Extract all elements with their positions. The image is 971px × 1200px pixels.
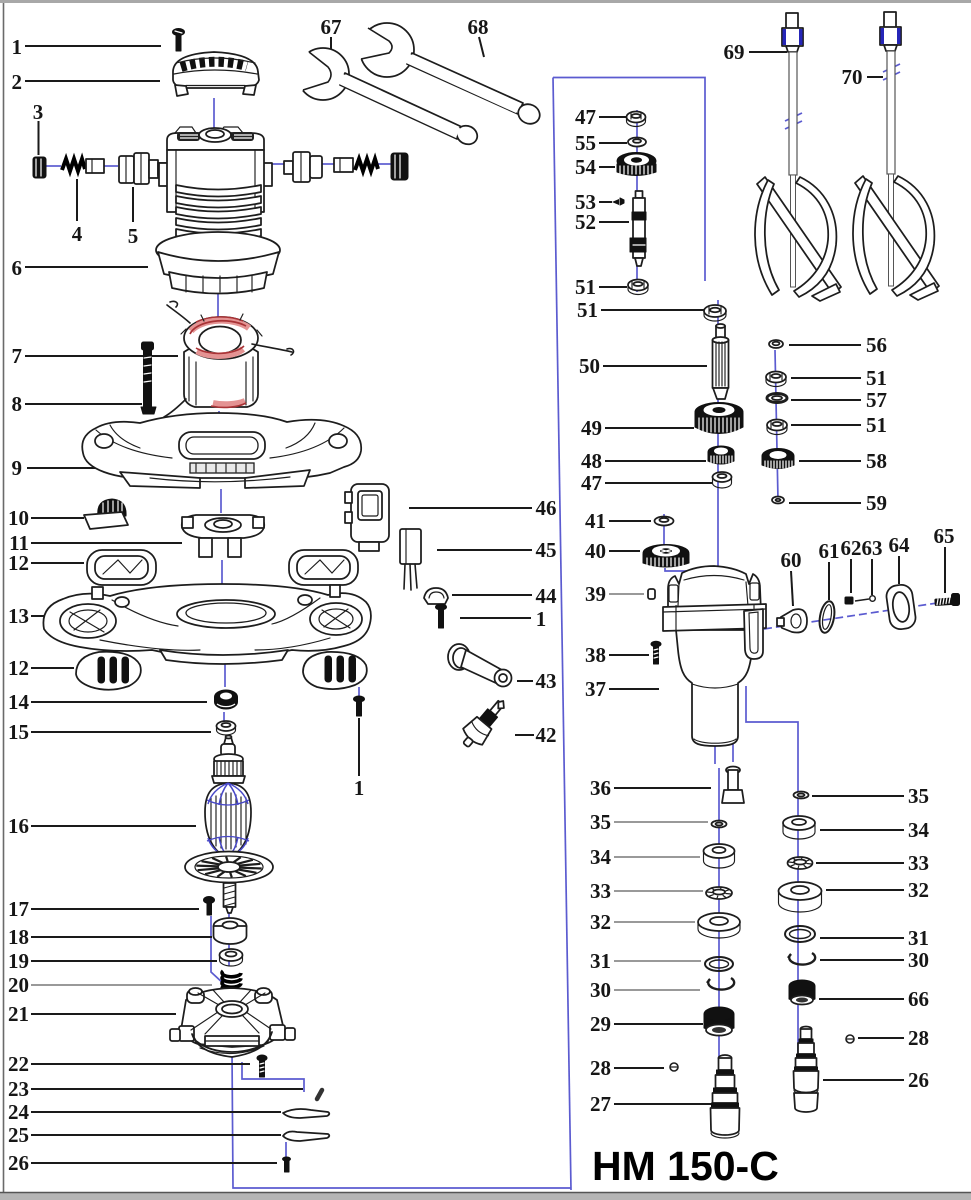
svg-text:8: 8 [12, 392, 23, 416]
svg-text:47: 47 [581, 471, 602, 495]
svg-text:24: 24 [8, 1100, 30, 1124]
svg-text:62: 62 [841, 536, 862, 560]
svg-text:69: 69 [724, 40, 745, 64]
svg-text:61: 61 [819, 539, 840, 563]
svg-text:64: 64 [889, 533, 911, 557]
svg-text:13: 13 [8, 604, 29, 628]
svg-text:1: 1 [12, 35, 23, 59]
svg-text:67: 67 [321, 15, 342, 39]
svg-text:41: 41 [585, 509, 606, 533]
svg-text:36: 36 [590, 776, 611, 800]
svg-text:28: 28 [590, 1056, 611, 1080]
svg-text:59: 59 [866, 491, 887, 515]
svg-text:26: 26 [8, 1151, 29, 1175]
svg-text:2: 2 [12, 70, 23, 94]
svg-text:46: 46 [536, 496, 557, 520]
svg-text:48: 48 [581, 449, 602, 473]
svg-text:10: 10 [8, 506, 29, 530]
svg-text:51: 51 [866, 366, 887, 390]
svg-text:29: 29 [590, 1012, 611, 1036]
svg-text:16: 16 [8, 814, 29, 838]
svg-text:HM 150-C: HM 150-C [592, 1143, 779, 1189]
svg-text:44: 44 [536, 584, 558, 608]
svg-text:1: 1 [354, 776, 365, 800]
svg-text:49: 49 [581, 416, 602, 440]
svg-text:6: 6 [12, 256, 23, 280]
svg-text:30: 30 [590, 978, 611, 1002]
svg-text:12: 12 [8, 656, 29, 680]
svg-text:12: 12 [8, 551, 29, 575]
svg-text:17: 17 [8, 897, 29, 921]
svg-text:34: 34 [908, 818, 930, 842]
svg-text:25: 25 [8, 1123, 29, 1147]
svg-text:63: 63 [862, 536, 883, 560]
svg-text:33: 33 [908, 851, 929, 875]
svg-text:22: 22 [8, 1052, 29, 1076]
svg-text:33: 33 [590, 879, 611, 903]
svg-text:5: 5 [128, 224, 139, 248]
svg-text:31: 31 [590, 949, 611, 973]
svg-text:31: 31 [908, 926, 929, 950]
svg-text:55: 55 [575, 131, 596, 155]
svg-text:40: 40 [585, 539, 606, 563]
svg-text:70: 70 [842, 65, 863, 89]
svg-text:14: 14 [8, 690, 30, 714]
svg-text:51: 51 [577, 298, 598, 322]
svg-text:35: 35 [908, 784, 929, 808]
svg-text:9: 9 [12, 456, 23, 480]
svg-text:35: 35 [590, 810, 611, 834]
svg-text:66: 66 [908, 987, 929, 1011]
svg-text:52: 52 [575, 210, 596, 234]
svg-text:18: 18 [8, 925, 29, 949]
svg-text:32: 32 [908, 878, 929, 902]
svg-text:28: 28 [908, 1026, 929, 1050]
svg-text:7: 7 [12, 344, 23, 368]
svg-text:15: 15 [8, 720, 29, 744]
svg-text:27: 27 [590, 1092, 611, 1116]
svg-text:21: 21 [8, 1002, 29, 1026]
svg-text:26: 26 [908, 1068, 929, 1092]
svg-text:23: 23 [8, 1077, 29, 1101]
svg-text:54: 54 [575, 155, 597, 179]
svg-text:42: 42 [536, 723, 557, 747]
svg-text:45: 45 [536, 538, 557, 562]
svg-text:20: 20 [8, 973, 29, 997]
svg-text:34: 34 [590, 845, 612, 869]
svg-text:50: 50 [579, 354, 600, 378]
svg-text:30: 30 [908, 948, 929, 972]
svg-text:3: 3 [33, 100, 44, 124]
svg-text:37: 37 [585, 677, 606, 701]
svg-text:58: 58 [866, 449, 887, 473]
svg-text:65: 65 [934, 524, 955, 548]
svg-text:57: 57 [866, 388, 887, 412]
svg-text:39: 39 [585, 582, 606, 606]
svg-text:68: 68 [468, 15, 489, 39]
svg-text:60: 60 [781, 548, 802, 572]
svg-text:4: 4 [72, 222, 83, 246]
svg-text:38: 38 [585, 643, 606, 667]
svg-text:47: 47 [575, 105, 596, 129]
svg-text:51: 51 [575, 275, 596, 299]
svg-text:51: 51 [866, 413, 887, 437]
svg-text:19: 19 [8, 949, 29, 973]
svg-text:56: 56 [866, 333, 887, 357]
svg-text:43: 43 [536, 669, 557, 693]
svg-text:11: 11 [9, 531, 29, 555]
svg-text:1: 1 [536, 607, 547, 631]
svg-text:32: 32 [590, 910, 611, 934]
svg-text:53: 53 [575, 190, 596, 214]
